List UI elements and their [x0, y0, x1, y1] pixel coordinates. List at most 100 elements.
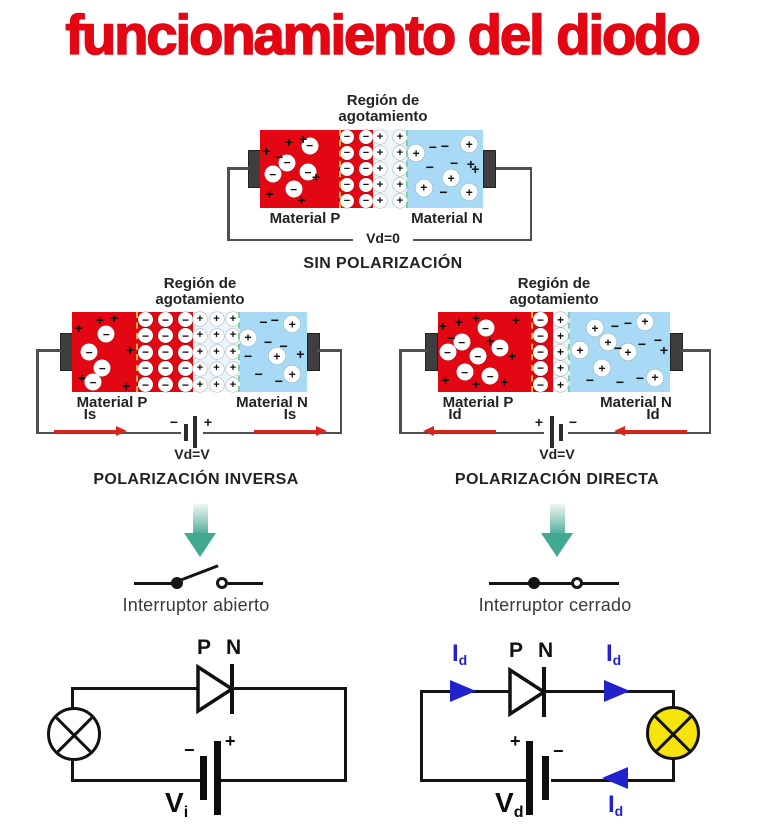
- circuit-wire: [71, 779, 201, 782]
- depletion-plus-zone: ++++++++++: [373, 130, 407, 208]
- plus-sign: +: [511, 312, 520, 328]
- charge-plus-icon: +: [373, 162, 387, 176]
- junction-boundary-dashed: [339, 130, 341, 208]
- depletion-region-label-line2: agotamiento: [509, 291, 599, 309]
- plus-sign: +: [311, 168, 321, 185]
- charge-minus-icon: −: [138, 312, 153, 327]
- battery-plus-sign: +: [225, 731, 236, 751]
- charge-minus-icon: −: [278, 154, 296, 172]
- minus-sign: −: [243, 348, 253, 364]
- wire-segment: [399, 431, 544, 434]
- charge-minus-icon: −: [533, 312, 548, 327]
- wire-segment: [227, 167, 230, 241]
- current-label: Is: [283, 406, 297, 423]
- minus-sign: −: [610, 318, 620, 335]
- wire-segment: [203, 431, 342, 434]
- charge-minus-icon: −: [340, 178, 354, 192]
- battery-bar-tall: [193, 416, 197, 448]
- wire-segment: [227, 167, 249, 170]
- minus-sign: −: [613, 340, 623, 356]
- minus-sign: −: [264, 334, 273, 351]
- material-n-label: Material N: [411, 210, 483, 227]
- charge-plus-icon: +: [209, 345, 224, 359]
- charge-plus-icon: +: [193, 378, 207, 392]
- voltage-label: Vd=0: [366, 230, 400, 246]
- plus-sign: +: [296, 345, 305, 362]
- material-p-region: −−−−−−−++++−+++++: [438, 311, 533, 392]
- current-direction-arrow-icon: [604, 680, 630, 702]
- arrow-shaft: [54, 429, 116, 433]
- minus-sign: −: [447, 329, 456, 346]
- voltage-base: V: [165, 787, 184, 818]
- arrow-head: [541, 533, 573, 557]
- battery-bar-positive: [214, 741, 221, 815]
- material-p-label: Material P: [76, 394, 148, 411]
- page-title: funcionamiento del diodo: [65, 2, 702, 67]
- source-voltage-label: Vi: [165, 789, 188, 821]
- junction-boundary-dashed: [136, 312, 138, 392]
- charge-plus-icon: +: [619, 343, 637, 361]
- minus-sign: −: [635, 369, 645, 386]
- minus-sign: −: [275, 149, 284, 166]
- battery-bar-short: [184, 424, 188, 441]
- charge-plus-icon: +: [442, 169, 460, 187]
- lamp-off-icon: [47, 707, 101, 761]
- plus-sign: +: [454, 313, 463, 330]
- plus-sign: +: [441, 372, 450, 388]
- charge-minus-icon: −: [469, 347, 487, 365]
- arrow-head: [116, 426, 127, 436]
- current-subscript: d: [614, 803, 624, 819]
- material-n-label: Material N: [236, 394, 308, 411]
- wire-segment: [399, 349, 427, 352]
- diagram-caption: POLARIZACIÓN DIRECTA: [454, 471, 660, 488]
- current-label: Id: [608, 793, 624, 819]
- plus-sign: +: [659, 342, 669, 359]
- electrode-right: [307, 333, 320, 371]
- charge-minus-icon: −: [340, 194, 354, 208]
- plus-sign: +: [265, 185, 274, 202]
- plus-sign: +: [297, 192, 306, 209]
- minus-sign: −: [615, 374, 625, 391]
- charge-minus-icon: −: [481, 367, 499, 385]
- current-direction-arrow-icon: [450, 680, 476, 702]
- plus-sign: +: [110, 310, 119, 327]
- battery-minus-sign: −: [553, 741, 564, 761]
- charge-plus-icon: +: [553, 360, 568, 376]
- minus-sign: −: [653, 332, 663, 348]
- arrow-head: [184, 533, 216, 557]
- charge-plus-icon: +: [393, 130, 407, 144]
- charge-plus-icon: +: [268, 347, 286, 365]
- lamp-on-icon: [646, 706, 700, 760]
- arrow-head: [423, 426, 434, 436]
- arrow-head: [614, 426, 625, 436]
- diode-n-label: N: [538, 639, 554, 662]
- switch-wire: [228, 582, 263, 585]
- material-n-region: +++++−−−−+−+: [407, 130, 483, 208]
- charge-minus-icon: −: [533, 377, 548, 392]
- arrow-shaft: [254, 429, 316, 433]
- charge-plus-icon: +: [239, 329, 257, 347]
- wire-segment: [568, 431, 711, 434]
- switch-wire: [489, 582, 619, 585]
- open-switch-label: Interruptor abierto: [122, 595, 270, 615]
- voltage-label: Vd=V: [174, 446, 210, 462]
- charge-minus-icon: −: [178, 328, 193, 344]
- circuit-wire: [221, 779, 347, 782]
- charge-plus-icon: +: [209, 312, 224, 326]
- current-subscript: d: [458, 652, 468, 668]
- battery-minus-sign: −: [184, 740, 195, 760]
- plus-sign: +: [471, 376, 481, 392]
- minus-sign: −: [270, 312, 279, 328]
- circuit-wire: [420, 690, 675, 693]
- charge-plus-icon: +: [373, 146, 387, 160]
- battery-minus-sign: −: [169, 414, 179, 430]
- arrow-stem: [549, 504, 565, 533]
- charge-plus-icon: +: [373, 194, 387, 208]
- diode-p-label: P: [197, 636, 212, 659]
- charge-minus-icon: −: [491, 339, 509, 357]
- flow-down-arrow-icon: [541, 504, 573, 557]
- depletion-region-label-line1: Región de: [163, 275, 237, 292]
- circuit-wire: [420, 779, 526, 782]
- charge-plus-icon: +: [283, 365, 301, 383]
- diagram-caption: SIN POLARIZACIÓN: [303, 255, 463, 272]
